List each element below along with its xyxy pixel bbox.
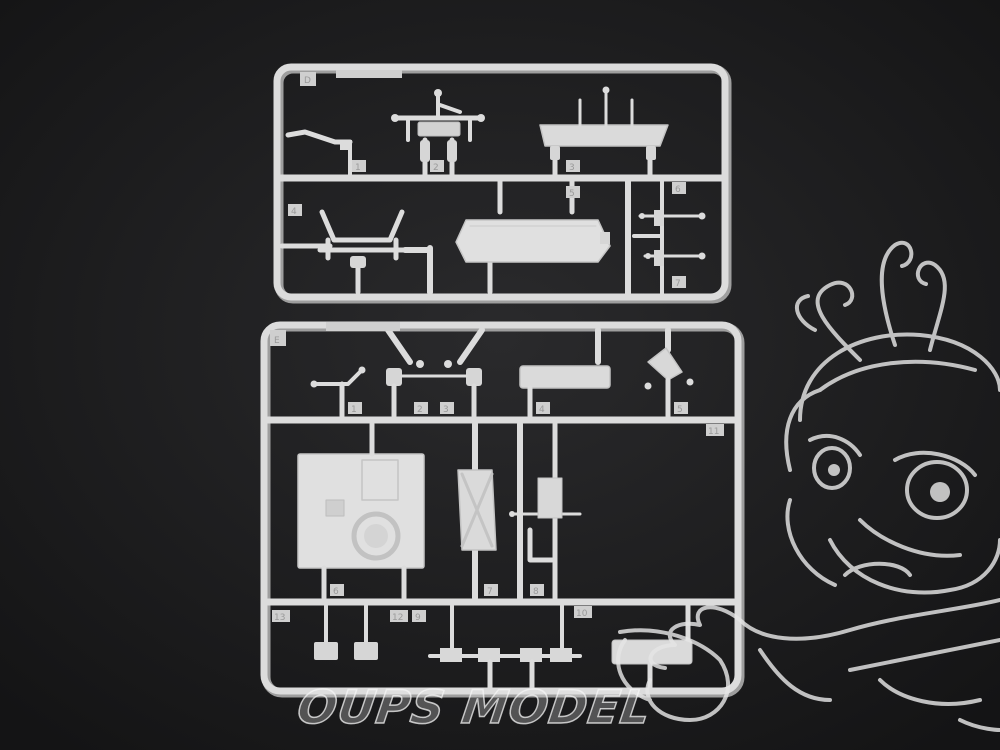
- sprue-e-part-label: 4: [539, 405, 545, 415]
- watermark-brand-text: OUPS MODEL: [293, 679, 655, 735]
- sprue-e-letter: E: [274, 336, 280, 346]
- sprue-e-part-label: 6: [333, 587, 339, 597]
- sprue-d-part-label: 7: [675, 279, 681, 289]
- sprue-e-part-label: 13: [274, 613, 285, 623]
- sprue-e-part-label: 7: [487, 587, 493, 597]
- sprue-e-frame: [260, 321, 742, 695]
- sprue-e-part-label: 1: [351, 405, 357, 415]
- sprue-d: [273, 63, 732, 304]
- sprue-e: [260, 321, 745, 698]
- sprue-d-part-label: 1: [355, 163, 361, 173]
- sprue-e-part-label: 3: [443, 405, 449, 415]
- sprue-d-letter: D: [304, 76, 311, 86]
- sprue-d-frame: [273, 63, 729, 301]
- sprue-d-part-label: 4: [291, 207, 297, 217]
- watermark-mascot-illustration: [616, 240, 1000, 732]
- sprue-d-part-label: 5: [569, 189, 575, 199]
- sprue-e-part-label: 12: [392, 613, 403, 623]
- sprue-e-part-label: 10: [576, 609, 588, 619]
- sprue-e-part-label: 8: [533, 587, 539, 597]
- sprue-d-part-label: 3: [569, 163, 575, 173]
- sprue-e-labels: E 1 2 3 4 5 6 7 8 9 10 11 12 13: [274, 336, 719, 623]
- sprue-e-part-label: 2: [417, 405, 423, 415]
- sprue-e-part-label: 9: [415, 613, 421, 623]
- sprue-d-part-label: 2: [433, 163, 439, 173]
- sprue-d-part-label: 6: [675, 185, 681, 195]
- sprue-e-part-label: 5: [677, 405, 683, 415]
- sprue-e-part-label: 11: [708, 427, 719, 437]
- sprue-d-labels: D 1 2 3 4 5 6 7: [291, 76, 681, 289]
- sprue-e-large-panel: [297, 453, 425, 569]
